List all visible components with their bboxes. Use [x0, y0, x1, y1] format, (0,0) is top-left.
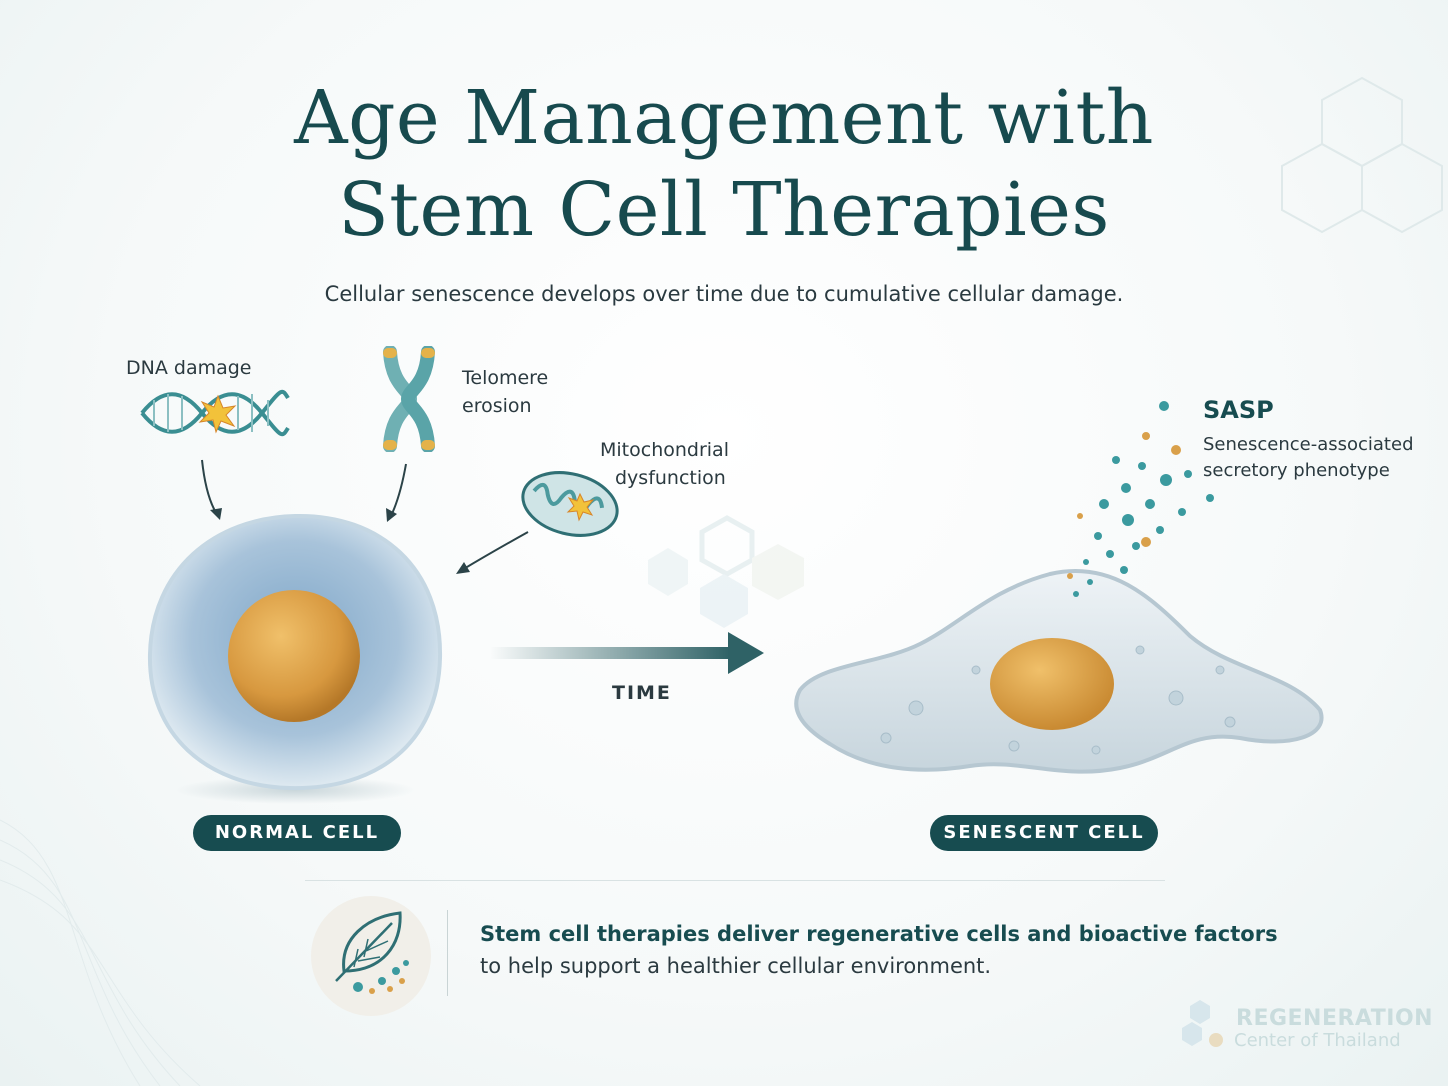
sasp-description: Senescence-associated secretory phenotyp…: [1203, 432, 1414, 484]
mitochondrial-label-line-1: Mitochondrial: [600, 439, 729, 461]
logo-hex-icon: [1182, 1000, 1223, 1047]
mitochondrial-label: Mitochondrial dysfunction: [600, 436, 729, 492]
chromosome-icon: [383, 346, 435, 452]
sasp-description-line-1: Senescence-associated: [1203, 434, 1414, 455]
sasp-description-line-2: secretory phenotype: [1203, 460, 1390, 481]
page-title: Age Management with Stem Cell Therapies: [0, 72, 1448, 256]
logo-name: REGENERATION: [1236, 1006, 1434, 1031]
arrow-mito-icon: [456, 531, 529, 574]
sasp-particles-icon: [1067, 401, 1214, 597]
wave-lines-icon: [0, 819, 201, 1086]
normal-cell-badge: NORMAL CELL: [193, 815, 401, 851]
telomere-label-line-1: Telomere: [462, 367, 549, 389]
leaf-icon: [311, 896, 431, 1016]
normal-cell-icon: [147, 513, 443, 804]
mitochondria-icon: [521, 471, 619, 537]
telomere-label-line-2: erosion: [462, 395, 532, 417]
footer-separator: [447, 910, 448, 996]
telomere-label: Telomere erosion: [462, 364, 548, 420]
title-line-2: Stem Cell Therapies: [338, 167, 1110, 253]
dna-damage-label: DNA damage: [126, 357, 252, 379]
time-arrow-icon: [490, 632, 764, 674]
divider: [305, 880, 1165, 881]
arrow-telomere-icon: [386, 463, 407, 522]
senescent-cell-icon: [794, 568, 1324, 774]
footer-statement: to help support a healthier cellular env…: [480, 954, 992, 978]
dna-icon: [140, 389, 290, 437]
mitochondrial-label-line-2: dysfunction: [615, 467, 726, 489]
title-line-1: Age Management with: [294, 75, 1154, 161]
arrow-dna-icon: [201, 459, 222, 520]
page-subtitle: Cellular senescence develops over time d…: [324, 282, 1124, 306]
hex-cluster-icon: [648, 515, 804, 628]
hexagon-pattern-icon: [1281, 76, 1443, 234]
time-label: TIME: [612, 682, 672, 704]
sasp-title: SASP: [1203, 396, 1274, 424]
logo-tagline: Center of Thailand: [1234, 1030, 1401, 1051]
footer-statement-bold: Stem cell therapies deliver regenerative…: [480, 922, 1278, 946]
senescent-cell-badge: SENESCENT CELL: [930, 815, 1158, 851]
